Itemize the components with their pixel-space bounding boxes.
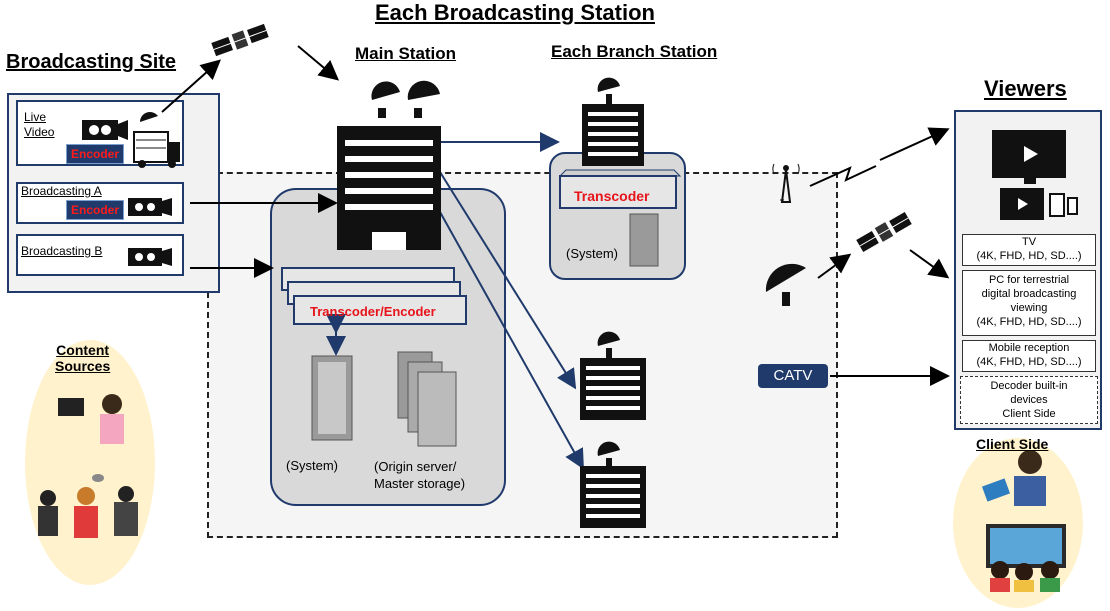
branch-system-label: (System) xyxy=(566,246,618,261)
branch-transcoder-label: Transcoder xyxy=(574,188,650,204)
family-watching-tv-illustration xyxy=(986,524,1066,592)
server-rack-icon xyxy=(311,355,353,441)
branch-transcoder-box xyxy=(558,169,682,209)
server-rack-icon xyxy=(397,351,457,447)
origin-server-label: (Origin server/ Master storage) xyxy=(374,459,466,491)
satellite-icon xyxy=(856,211,912,253)
broadcasting-a-label: Broadcasting A xyxy=(21,184,102,198)
ob-truck-icon xyxy=(133,112,180,168)
camera-icon xyxy=(128,198,172,216)
reporter-illustration xyxy=(58,394,124,444)
viewer-decoder-box: Decoder built-in devices Client Side xyxy=(960,376,1098,424)
viewer-tv-box: TV (4K, FHD, HD, SD....) xyxy=(962,234,1096,266)
tablet-icon xyxy=(1049,193,1065,217)
phone-icon xyxy=(1067,197,1078,215)
catv-badge: CATV xyxy=(758,364,828,388)
camera-icon xyxy=(82,120,128,140)
transcoder-encoder-stack xyxy=(281,267,467,325)
broadcasting-site-title: Broadcasting Site xyxy=(6,51,177,73)
camera-crew-illustration xyxy=(38,474,138,538)
encoder-badge: Encoder xyxy=(66,144,125,164)
main-system-label: (System) xyxy=(286,458,338,473)
branch-building-icon xyxy=(580,441,646,528)
branch-station-title: Each Branch Station xyxy=(551,42,718,61)
monitor-icon xyxy=(1000,188,1044,220)
main-station-title: Main Station xyxy=(355,44,457,63)
main-station-building-icon xyxy=(337,80,441,250)
broadcasting-b-label: Broadcasting B xyxy=(21,244,103,258)
satellite-dish-icon xyxy=(765,263,806,306)
encoder-badge: Encoder xyxy=(66,200,125,220)
viewer-mobile-box: Mobile reception (4K, FHD, HD, SD....) xyxy=(962,340,1096,372)
viewer-pc-box: PC for terrestrial digital broadcasting … xyxy=(962,270,1096,336)
branch-building-icon xyxy=(580,331,646,420)
content-sources-title: Content Sources xyxy=(55,342,111,374)
viewers-title: Viewers xyxy=(984,76,1067,101)
satellite-icon xyxy=(211,23,269,57)
live-video-label: Live Video xyxy=(24,110,55,139)
tv-icon xyxy=(992,130,1066,184)
branch-building-icon xyxy=(582,77,644,166)
antenna-tower-icon xyxy=(772,163,800,203)
client-side-title: Client Side xyxy=(976,436,1049,452)
client-side-ellipse xyxy=(953,438,1083,608)
page-title: Each Broadcasting Station xyxy=(375,0,655,25)
camera-icon xyxy=(128,248,172,266)
content-sources-ellipse xyxy=(25,340,155,585)
server-rack-icon xyxy=(629,213,659,267)
transcoder-encoder-label: Transcoder/Encoder xyxy=(310,304,436,319)
client-user-illustration xyxy=(981,450,1046,506)
